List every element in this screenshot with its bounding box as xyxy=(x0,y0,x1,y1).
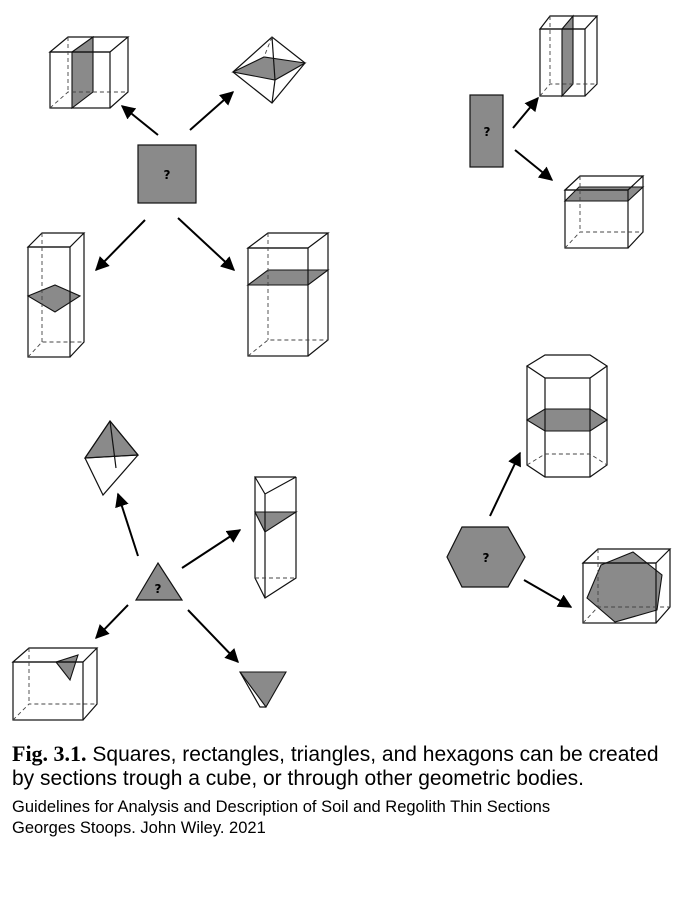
arrow-to-cube-rect xyxy=(514,149,554,181)
prism-diamond-section xyxy=(26,232,86,358)
source-line-title: Guidelines for Analysis and Description … xyxy=(12,798,551,816)
hexagonal-prism-section xyxy=(525,354,609,478)
cube-hexagon-section xyxy=(581,548,672,624)
arrow-to-cube-corner xyxy=(95,604,129,640)
inverted-triangle-section xyxy=(238,671,287,709)
triangular-prism-section xyxy=(253,476,298,599)
figure-caption: Fig. 3.1. Squares, rectangles, triangles… xyxy=(12,742,678,839)
octahedron-square-section xyxy=(231,36,307,104)
hexagon-shape xyxy=(446,526,526,588)
arrow-to-triangular-prism xyxy=(181,529,242,569)
source-line-author: Georges Stoops. John Wiley. 2021 xyxy=(12,819,266,837)
triangle-shape xyxy=(134,561,184,601)
block-horizontal-section xyxy=(246,232,330,357)
hexagon-question-mark: ? xyxy=(483,551,490,565)
caption-text: Squares, rectangles, triangles, and hexa… xyxy=(12,743,659,790)
triangle-group: ? xyxy=(11,419,298,721)
cube-corner-triangle-section xyxy=(11,647,99,721)
arrow-to-block-horizontal xyxy=(177,217,236,271)
cube-vertical-section xyxy=(48,35,130,110)
tall-box-vertical-section xyxy=(538,14,599,98)
arrow-to-diamond xyxy=(115,492,139,557)
square-shape xyxy=(137,144,197,204)
hexagon-group: ? xyxy=(446,354,672,624)
square-question-mark: ? xyxy=(164,168,171,182)
source-citation: Guidelines for Analysis and Description … xyxy=(12,797,678,839)
arrow-to-octahedron xyxy=(189,91,235,131)
arrow-to-prism-diamond xyxy=(95,219,146,271)
arrow-to-inverted-triangle xyxy=(187,609,239,664)
caption-paragraph: Fig. 3.1. Squares, rectangles, triangles… xyxy=(12,742,678,791)
arrow-to-cube-hexagon xyxy=(523,579,573,608)
geometric-sections-diagram: ? xyxy=(11,14,672,721)
rectangle-shape xyxy=(469,94,504,168)
figure-label: Fig. 3.1. xyxy=(12,741,87,766)
rectangle-question-mark: ? xyxy=(484,125,491,139)
rectangle-group: ? xyxy=(469,14,645,249)
triangle-question-mark: ? xyxy=(155,582,162,596)
arrow-to-cube-vertical xyxy=(120,105,159,136)
arrow-to-tall-box xyxy=(512,96,539,129)
square-group: ? xyxy=(26,35,330,358)
cube-horizontal-rect-section xyxy=(563,175,645,249)
diamond-triangle-section xyxy=(83,419,140,497)
arrow-to-hexagonal-prism xyxy=(489,451,521,517)
